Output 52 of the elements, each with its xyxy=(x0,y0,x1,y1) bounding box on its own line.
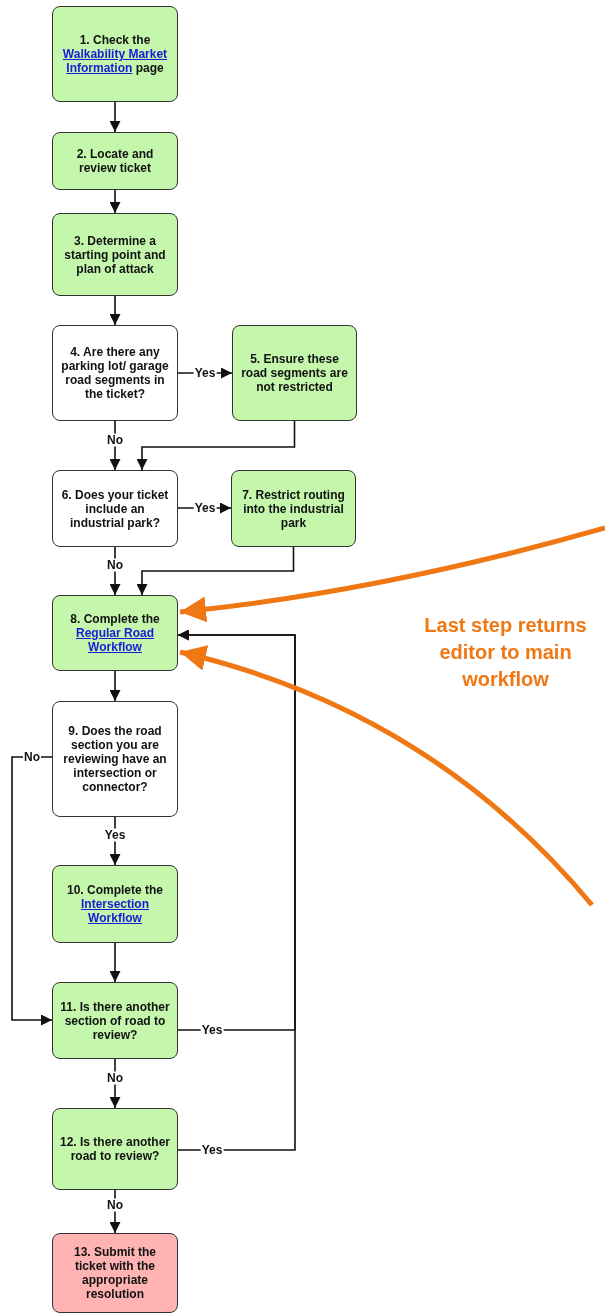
arrow xyxy=(109,670,121,702)
arrow xyxy=(109,942,121,983)
process-box xyxy=(52,865,178,943)
arrow xyxy=(11,756,53,1026)
decision-box xyxy=(52,470,178,547)
step-text: 12. Is there another road to review? xyxy=(58,1135,171,1163)
edge-label: No xyxy=(106,1071,124,1085)
edge-label: No xyxy=(106,558,124,572)
step-text: 7. Restrict routing into the industrial park xyxy=(241,487,346,530)
arrow xyxy=(109,189,121,214)
edge-label: Yes xyxy=(200,1023,224,1037)
edge-label: No xyxy=(106,1198,124,1212)
edge-label: Yes xyxy=(200,1143,224,1157)
arrow xyxy=(109,420,121,471)
arrow xyxy=(109,546,121,596)
process-box xyxy=(52,213,178,296)
arrow xyxy=(109,1189,121,1234)
edge-label: No xyxy=(23,750,41,764)
edge-label: Yes xyxy=(193,501,217,515)
step-text: 8. Complete the Regular Road Workflow xyxy=(69,612,161,654)
arrow xyxy=(177,629,296,1151)
process-box xyxy=(232,325,357,421)
process-box xyxy=(52,132,178,190)
edge-label: Yes xyxy=(193,366,217,380)
step-text: 1. Check the Walkability Market Information page xyxy=(61,33,169,75)
process-box xyxy=(52,6,178,102)
decision-box xyxy=(52,701,178,817)
annotation-text: Last step returns editor to main workflow xyxy=(423,613,588,692)
step-text: 11. Is there another section of road to review? xyxy=(59,999,171,1042)
process-box xyxy=(231,470,356,547)
step-text: 6. Does your ticket include an industrial park? xyxy=(60,487,170,530)
step-text: 9. Does the road section you are reviewing have an intersection or connector? xyxy=(62,724,168,794)
step-text: 3. Determine a starting point and plan of attack xyxy=(63,233,167,276)
arrow xyxy=(136,546,295,596)
step-text: 5. Ensure these road segments are not restricted xyxy=(240,352,349,394)
decision-box xyxy=(52,325,178,421)
arrow xyxy=(109,101,121,133)
arrow xyxy=(109,1058,121,1109)
end-box xyxy=(52,1233,178,1313)
step-text: 4. Are there any parking lot/ garage road segments in the ticket? xyxy=(60,345,170,401)
arrow xyxy=(109,295,121,326)
edge-label: Yes xyxy=(103,828,127,842)
step-text: 2. Locate and review ticket xyxy=(75,147,155,175)
decision-box xyxy=(52,1108,178,1190)
edge-label: No xyxy=(106,433,124,447)
callout-arrow xyxy=(179,525,605,623)
step-text: 13. Submit the ticket with the appropriate resolution xyxy=(73,1245,157,1301)
step-text: 10. Complete the Intersection Workflow xyxy=(66,883,164,925)
process-box xyxy=(52,595,178,671)
arrow xyxy=(136,420,296,471)
callout-arrow xyxy=(179,645,594,907)
decision-box xyxy=(52,982,178,1059)
